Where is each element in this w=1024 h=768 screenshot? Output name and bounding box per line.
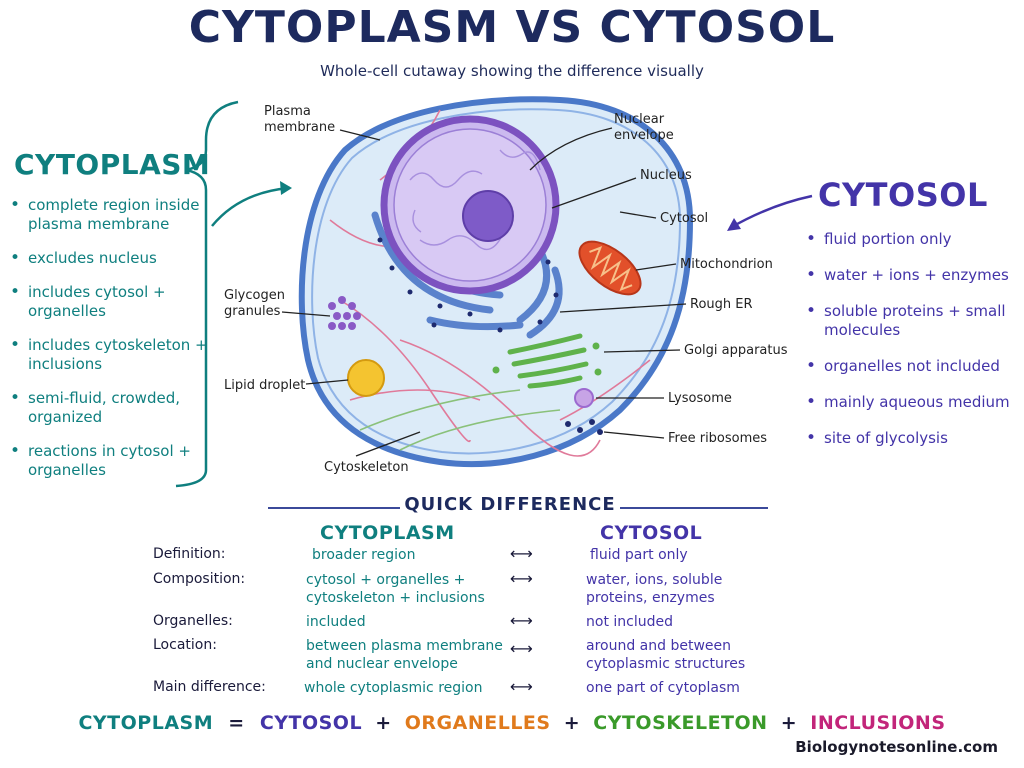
- cytoplasm-points: complete region inside plasma membrane e…: [10, 196, 210, 495]
- cytosol-point: organelles not included: [806, 357, 1016, 376]
- label-cytosol: Cytosol: [660, 211, 709, 226]
- cytosol-points: fluid portion only water + ions + enzyme…: [806, 230, 1016, 465]
- label-lipid-droplet: Lipid droplet: [224, 378, 306, 393]
- label-cytoskeleton: Cytoskeleton: [324, 460, 409, 475]
- eq-organelles: ORGANELLES: [404, 712, 551, 734]
- cytoplasm-point: excludes nucleus: [10, 249, 210, 268]
- double-arrow-icon: ⟷: [510, 677, 533, 696]
- label-plasma-membrane: Plasma membrane: [264, 104, 336, 135]
- row-cytosol: water, ions, soluble proteins, enzymes: [586, 572, 723, 606]
- label-nuclear-envelope: Nuclear envelope: [614, 112, 674, 143]
- row-label: Main difference:: [153, 679, 266, 695]
- golgi-vesicles: [492, 342, 602, 376]
- microtubules: [359, 389, 561, 451]
- label-golgi: Golgi apparatus: [684, 343, 788, 358]
- eq-plus: +: [563, 712, 581, 734]
- lipid-droplet: [347, 359, 385, 397]
- mitochondrion: [578, 240, 642, 296]
- free-ribosomes: [565, 419, 603, 435]
- cytoplasm-heading: CYTOPLASM: [14, 148, 211, 181]
- cytoplasm-point: reactions in cytosol + organelles: [10, 442, 210, 480]
- cytoplasm-arrow: [211, 186, 291, 227]
- label-rough-er: Rough ER: [690, 297, 753, 312]
- row-cytosol: not included: [586, 614, 673, 630]
- arrowhead-icon: [280, 181, 292, 195]
- row-cytoplasm: between plasma membrane and nuclear enve…: [306, 638, 503, 672]
- eq-plus: +: [780, 712, 798, 734]
- label-free-ribosomes: Free ribosomes: [668, 431, 768, 446]
- cytosol-point: fluid portion only: [806, 230, 1016, 249]
- eq-inclusions: INCLUSIONS: [810, 712, 946, 734]
- brace-icon: [175, 100, 239, 488]
- eq-cytoskeleton: CYTOSKELETON: [593, 712, 768, 734]
- cytosol-point: water + ions + enzymes: [806, 266, 1016, 285]
- chromatin: [409, 149, 541, 251]
- label-nucleus: Nucleus: [640, 168, 692, 183]
- page-title: CYTOPLASM VS CYTOSOL: [188, 2, 836, 53]
- double-arrow-icon: ⟷: [510, 544, 533, 563]
- cytosol-point: mainly aqueous medium: [806, 393, 1016, 412]
- cytosol-point: site of glycolysis: [806, 429, 1016, 448]
- col-header-cytosol: CYTOSOL: [600, 522, 703, 544]
- double-arrow-icon: ⟷: [510, 569, 533, 588]
- row-cytosol: fluid part only: [590, 547, 688, 563]
- label-mitochondrion: Mitochondrion: [680, 257, 773, 272]
- eq-cytoplasm: CYTOPLASM: [78, 712, 214, 734]
- glycogen-granules: [328, 296, 361, 330]
- nucleolus: [462, 190, 514, 242]
- double-arrow-icon: ⟷: [510, 639, 533, 658]
- arrowhead-icon: [727, 218, 741, 231]
- label-glycogen: Glycogen granules: [224, 288, 285, 319]
- label-lysosome: Lysosome: [668, 391, 732, 406]
- cytoplasm-point: includes cytosol + organelles: [10, 283, 210, 321]
- leader-lines: [281, 127, 687, 457]
- golgi-apparatus: [507, 333, 589, 389]
- row-cytoplasm: whole cytoplasmic region: [304, 680, 483, 696]
- cell-diagram: [175, 96, 813, 488]
- row-label: Location:: [153, 637, 217, 653]
- col-header-cytoplasm: CYTOPLASM: [320, 522, 455, 544]
- cytoplasm-point: semi-fluid, crowded, organized: [10, 389, 210, 427]
- row-cytoplasm: broader region: [312, 547, 416, 563]
- ribosomes-on-er: [377, 237, 559, 333]
- cytoplasm-point: includes cytoskeleton + inclusions: [10, 336, 210, 374]
- cell-membrane-inner: [311, 108, 682, 455]
- eq-cytosol: CYTOSOL: [259, 712, 363, 734]
- cytosol-point: soluble proteins + small molecules: [806, 302, 1016, 340]
- row-cytoplasm: included: [306, 614, 366, 630]
- lysosome: [574, 388, 594, 408]
- quick-difference-title: QUICK DIFFERENCE: [400, 494, 620, 515]
- row-cytoplasm: cytosol + organelles + cytoskeleton + in…: [306, 572, 485, 606]
- equation: CYTOPLASM = CYTOSOL + ORGANELLES + CYTOS…: [0, 712, 1024, 734]
- row-label: Organelles:: [153, 613, 233, 629]
- cytosol-heading: CYTOSOL: [818, 176, 988, 214]
- row-cytosol: around and between cytoplasmic structure…: [586, 638, 746, 672]
- row-label: Definition:: [153, 546, 226, 562]
- credit: Biologynotesonline.com: [795, 738, 998, 756]
- eq-equals: =: [228, 712, 245, 734]
- page-subtitle: Whole-cell cutaway showing the differenc…: [320, 62, 704, 80]
- double-arrow-icon: ⟷: [510, 611, 533, 630]
- cytoplasm-point: complete region inside plasma membrane: [10, 196, 210, 234]
- cytosol-arrow: [729, 194, 813, 230]
- row-label: Composition:: [153, 571, 246, 587]
- eq-plus: +: [375, 712, 392, 734]
- row-cytosol: one part of cytoplasm: [586, 680, 740, 696]
